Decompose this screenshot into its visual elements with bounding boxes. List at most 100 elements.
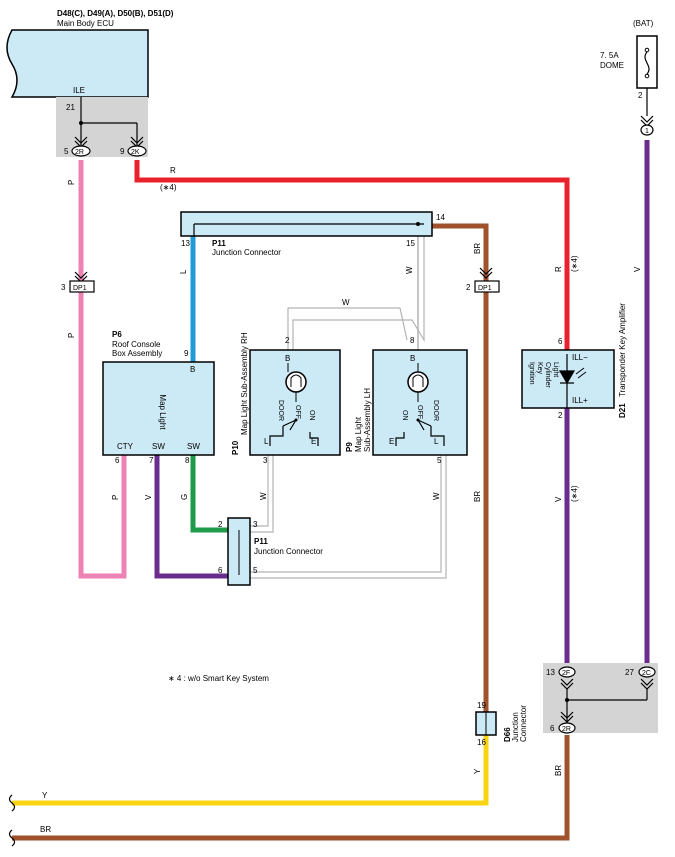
p11-bottom-pin-5: 5 [253, 566, 258, 575]
d21-inner3: Cylinder [544, 362, 551, 388]
wire-brown-top [430, 223, 489, 712]
p6-pin-8: 8 [185, 456, 190, 465]
p9-name2: Sub-Assembly LH [363, 388, 372, 452]
p11-top-pin-13: 13 [181, 239, 190, 248]
fuse-name: DOME [600, 61, 624, 70]
p11-top-pin-15: 15 [406, 239, 415, 248]
p6-pin-9: 9 [184, 349, 189, 358]
connector-2k-label: 2K [131, 149, 140, 156]
label-note4-top: (∗4) [160, 183, 177, 192]
bottom-pin-27: 27 [625, 668, 634, 677]
wire-pink [78, 160, 127, 579]
connector-2r-bottom-label: 2R [562, 726, 571, 733]
d66-pin-19: 19 [477, 701, 486, 710]
label-g: G [180, 494, 189, 500]
label-v-d21: V [554, 496, 563, 502]
p9-term-b: B [410, 354, 415, 363]
p10-pin-2: 2 [285, 336, 290, 345]
p10-on: ON [308, 410, 315, 421]
d21-pin-6: 6 [558, 337, 563, 346]
p10-off: OFF [294, 405, 301, 419]
connector-2f-label: 2F [562, 670, 570, 677]
dp1-left [69, 280, 95, 293]
label-w-mid: W [342, 298, 350, 307]
wire-purple-p6 [154, 455, 228, 579]
label-w-p10: W [259, 492, 268, 500]
d21-inner2: Key [536, 362, 543, 375]
label-v-fuse: V [633, 266, 642, 272]
p10-name: Map Light Sub-Assembly RH [240, 332, 249, 435]
d66-code: D66 [503, 727, 512, 742]
p6-inner: Map Light [158, 394, 167, 430]
wire-white-p9-5 [250, 455, 442, 573]
label-p-top: P [67, 180, 76, 185]
label-y-bottom: Y [42, 791, 48, 800]
label-p-low: P [111, 495, 120, 500]
wire-red [134, 160, 570, 350]
wire-white-p10-3 [250, 455, 269, 527]
wire-white-p10-3b [250, 455, 274, 533]
p9-term-e: E [389, 437, 394, 446]
break-mark [8, 794, 16, 812]
fuse-icon [644, 51, 650, 75]
label-br-top: BR [473, 243, 482, 254]
wire-white-p9-5b [250, 455, 447, 579]
label-br-bottom: BR [554, 765, 563, 776]
p9-body [372, 349, 468, 456]
switch-icon [395, 419, 445, 446]
note: ∗ 4 : w/o Smart Key System [168, 674, 269, 683]
ecu-codes: D48(C), D49(A), D50(B), D51(D) [57, 9, 174, 18]
p9-code: P9 [345, 442, 354, 452]
d21-pin-2: 2 [558, 411, 563, 420]
wire-yellow [12, 735, 489, 806]
p9-pin-5: 5 [437, 456, 442, 465]
ecu-name: Main Body ECU [57, 19, 114, 28]
ecu-body [6, 29, 149, 98]
bottom-pin-6: 6 [550, 724, 555, 733]
label-note4-d21: (∗4) [570, 485, 579, 502]
d21-inner4: Light [552, 362, 559, 377]
p9-on: ON [401, 410, 408, 421]
ecu-pin-5: 5 [64, 147, 69, 156]
d21-inner1: Ignition [528, 362, 535, 385]
p6-term-cty: CTY [117, 442, 134, 451]
p9-door: DOOR [432, 400, 439, 421]
label-br-mid: BR [473, 491, 482, 502]
d21-name: Transponder Key Amplifier [618, 303, 627, 397]
ecu-terminal: ILE [73, 86, 85, 95]
bottom-pin-13: 13 [546, 668, 555, 677]
p10-term-e: E [311, 437, 316, 446]
p9-off: OFF [416, 405, 423, 419]
label-p-mid: P [67, 333, 76, 338]
label-w-top: W [405, 266, 414, 274]
label-r-top: R [170, 166, 176, 175]
p11-top-pin-14: 14 [436, 213, 445, 222]
label-r-right: R [554, 266, 563, 272]
fuse-supply: (BAT) [633, 19, 654, 28]
switch-icon [269, 419, 319, 446]
p6-body [102, 361, 215, 456]
p11-bottom-code: P11 [254, 537, 268, 546]
label-l: L [179, 269, 188, 274]
d66-name1: Junction [511, 712, 520, 742]
label-w-p9: W [432, 492, 441, 500]
connector-2c-label: 2C [642, 670, 651, 677]
fuse-pin: 2 [638, 91, 643, 100]
connector-2r-top [71, 145, 91, 157]
p6-name2: Box Assembly [112, 349, 162, 358]
p11-bottom-pin-3: 3 [253, 520, 258, 529]
wire-white-p9-inner [292, 232, 425, 350]
wire-brown-bottom [12, 735, 570, 841]
dp1-left-label: DP1 [73, 285, 87, 292]
fuse-rating: 7. 5A [600, 51, 619, 60]
p11-bottom-name: Junction Connector [254, 547, 323, 556]
dp1-left-pin: 3 [61, 283, 66, 292]
p11-top-code: P11 [212, 239, 226, 248]
p6-term-sw2: SW [187, 442, 200, 451]
label-note4-right: (∗4) [570, 255, 579, 272]
dp1-right-pin: 2 [466, 283, 471, 292]
p6-name1: Roof Console [112, 340, 161, 349]
d21-code: D21 [618, 403, 627, 418]
p6-code: P6 [112, 330, 122, 339]
p10-pin-3: 3 [263, 456, 268, 465]
